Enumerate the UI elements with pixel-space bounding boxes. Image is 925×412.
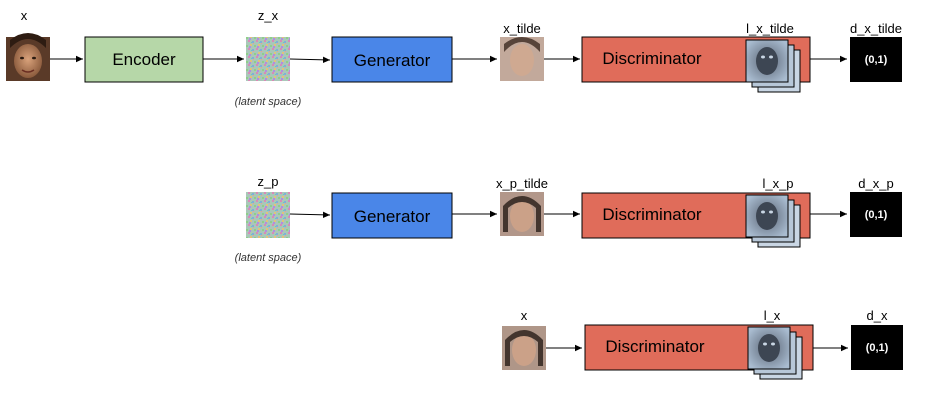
output-value-3: (0,1)	[866, 342, 889, 354]
generator-label-2: Generator	[354, 207, 431, 226]
discriminator-label-3: Discriminator	[605, 337, 705, 356]
feature-l-xtilde-label: l_x_tilde	[746, 21, 794, 36]
encoder-label: Encoder	[112, 50, 176, 69]
row-2: z_p (latent space) Generator x_p_tilde D…	[235, 174, 902, 264]
feature-map-stack-icon	[747, 326, 803, 380]
generator-box-2	[331, 192, 453, 239]
feature-map-stack-icon	[745, 39, 801, 93]
latent-space-note-1: (latent space)	[235, 96, 302, 108]
feature-l-xp-label: l_x_p	[762, 176, 793, 191]
face-photo-icon	[6, 33, 50, 81]
generator-box-1	[331, 36, 453, 83]
discriminator-label-2: Discriminator	[602, 205, 702, 224]
output-box-2	[850, 192, 902, 237]
output-d-x-label: d_x	[867, 308, 888, 323]
latent-space-note-2: (latent space)	[235, 252, 302, 264]
output-d-xtilde-label: d_x_tilde	[850, 21, 902, 36]
recon-xtilde-label: x_tilde	[503, 21, 541, 36]
feature-map-stack-icon	[745, 194, 801, 248]
discriminator-label-1: Discriminator	[602, 49, 702, 68]
face-photo-icon	[502, 326, 546, 370]
face-photo-icon	[500, 37, 544, 81]
output-box-3	[851, 325, 903, 370]
latent-zx-label: z_x	[258, 8, 279, 23]
output-d-xp-label: d_x_p	[858, 176, 893, 191]
latent-noise-icon	[246, 37, 290, 81]
input-x-label-3: x	[521, 308, 528, 323]
output-value-2: (0,1)	[865, 209, 888, 221]
latent-noise-icon	[246, 192, 290, 238]
face-photo-icon	[500, 192, 544, 236]
sample-xptilde-label: x_p_tilde	[496, 176, 548, 191]
arrow-zx-to-generator	[289, 56, 331, 64]
generator-label-1: Generator	[354, 51, 431, 70]
encoder-box	[84, 36, 204, 83]
arrow-zp-to-generator	[289, 211, 331, 219]
output-value-1: (0,1)	[865, 54, 888, 66]
row-3: x Discriminator l_x d_x (0,1)	[502, 308, 903, 380]
output-box-1	[850, 37, 902, 82]
input-x-label: x	[21, 8, 28, 23]
latent-zp-label: z_p	[258, 174, 279, 189]
feature-l-x-label: l_x	[764, 308, 781, 323]
row-1: x Encoder z_x (latent space) Generator x…	[6, 8, 902, 108]
